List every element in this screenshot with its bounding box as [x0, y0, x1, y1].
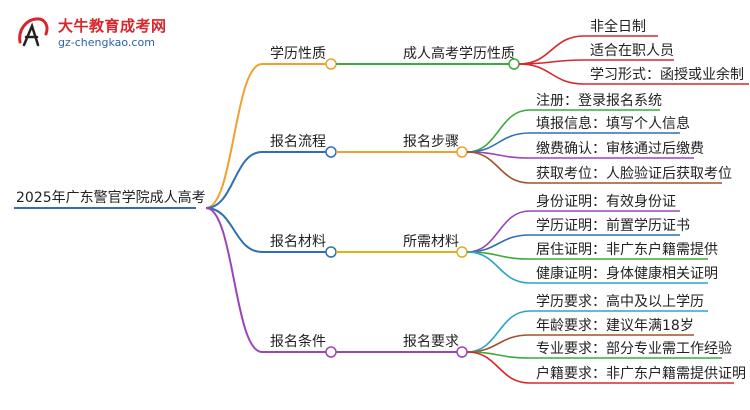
branch-label[interactable]: 学历性质	[270, 46, 326, 62]
root-node-label[interactable]: 2025年广东警官学院成人高考	[16, 189, 206, 206]
leaf-label[interactable]: 非全日制	[590, 18, 646, 35]
sub-node-toggle[interactable]	[508, 58, 520, 70]
connector-root-to-branch	[205, 151, 263, 209]
leaf-label[interactable]: 适合在职人员	[590, 43, 674, 59]
leaf-label[interactable]: 户籍要求：非广东户籍需提供证明	[536, 365, 746, 382]
sub-node-label[interactable]: 报名步骤	[403, 134, 459, 150]
branch-node-toggle[interactable]	[325, 346, 337, 358]
connector-sub-to-leaf	[466, 132, 531, 153]
connector-sub-to-leaf	[466, 251, 531, 284]
leaf-label[interactable]: 学习形式：函授或业余制	[590, 66, 744, 83]
connector-sub-to-leaf	[466, 210, 531, 253]
connector-sub-to-leaf	[466, 151, 531, 184]
logo-url: gz-chengkao.com	[58, 36, 155, 49]
connector-sub-to-leaf	[466, 234, 531, 253]
sub-node-toggle[interactable]	[456, 146, 468, 158]
connector-sub-to-leaf	[466, 310, 531, 353]
sub-node-label[interactable]: 报名要求	[403, 334, 459, 350]
connector-sub-to-leaf	[518, 59, 585, 65]
leaf-label[interactable]: 年龄要求：建议年满18岁	[536, 318, 694, 334]
branch-node-toggle[interactable]	[325, 146, 337, 158]
site-logo[interactable]: 大牛教育成考网 gz-chengkao.com	[8, 12, 168, 58]
connector-sub-to-leaf	[518, 63, 585, 85]
connector-root-to-branch	[205, 63, 263, 209]
connector-sub-to-leaf	[466, 351, 531, 384]
logo-badge-icon	[18, 17, 49, 47]
sub-node-label[interactable]: 成人高考学历性质	[403, 45, 515, 62]
leaf-label[interactable]: 学历要求：高中及以上学历	[536, 293, 704, 310]
connector-root-to-branch	[205, 207, 263, 253]
sub-node-label[interactable]: 所需材料	[403, 234, 459, 250]
leaf-label[interactable]: 获取考位：人脸验证后获取考位	[536, 166, 732, 182]
branch-label[interactable]: 报名条件	[270, 333, 326, 350]
branch-label[interactable]: 报名材料	[270, 234, 326, 250]
leaf-label[interactable]: 填报信息：填写个人信息	[536, 115, 690, 132]
connector-sub-to-leaf	[466, 334, 531, 353]
branch-node-toggle[interactable]	[325, 58, 337, 70]
leaf-label[interactable]: 身份证明：有效身份证	[536, 194, 676, 210]
leaf-label[interactable]: 学历证明：前置学历证书	[536, 217, 690, 234]
leaf-label[interactable]: 居住证明：非广东户籍需提供	[536, 241, 718, 258]
sub-node-toggle[interactable]	[456, 246, 468, 258]
leaf-label[interactable]: 健康证明：身体健康相关证明	[536, 265, 718, 282]
branch-node-toggle[interactable]	[325, 246, 337, 258]
sub-node-toggle[interactable]	[456, 346, 468, 358]
connector-root-to-branch	[205, 207, 263, 353]
branch-label[interactable]: 报名流程	[270, 134, 326, 150]
logo-title: 大牛教育成考网	[58, 17, 167, 35]
connector-sub-to-leaf	[466, 109, 531, 153]
leaf-label[interactable]: 注册：登录报名系统	[536, 93, 662, 109]
leaf-label[interactable]: 专业要求：部分专业需工作经验	[536, 341, 732, 357]
leaf-label[interactable]: 缴费确认：审核通过后缴费	[536, 141, 704, 157]
